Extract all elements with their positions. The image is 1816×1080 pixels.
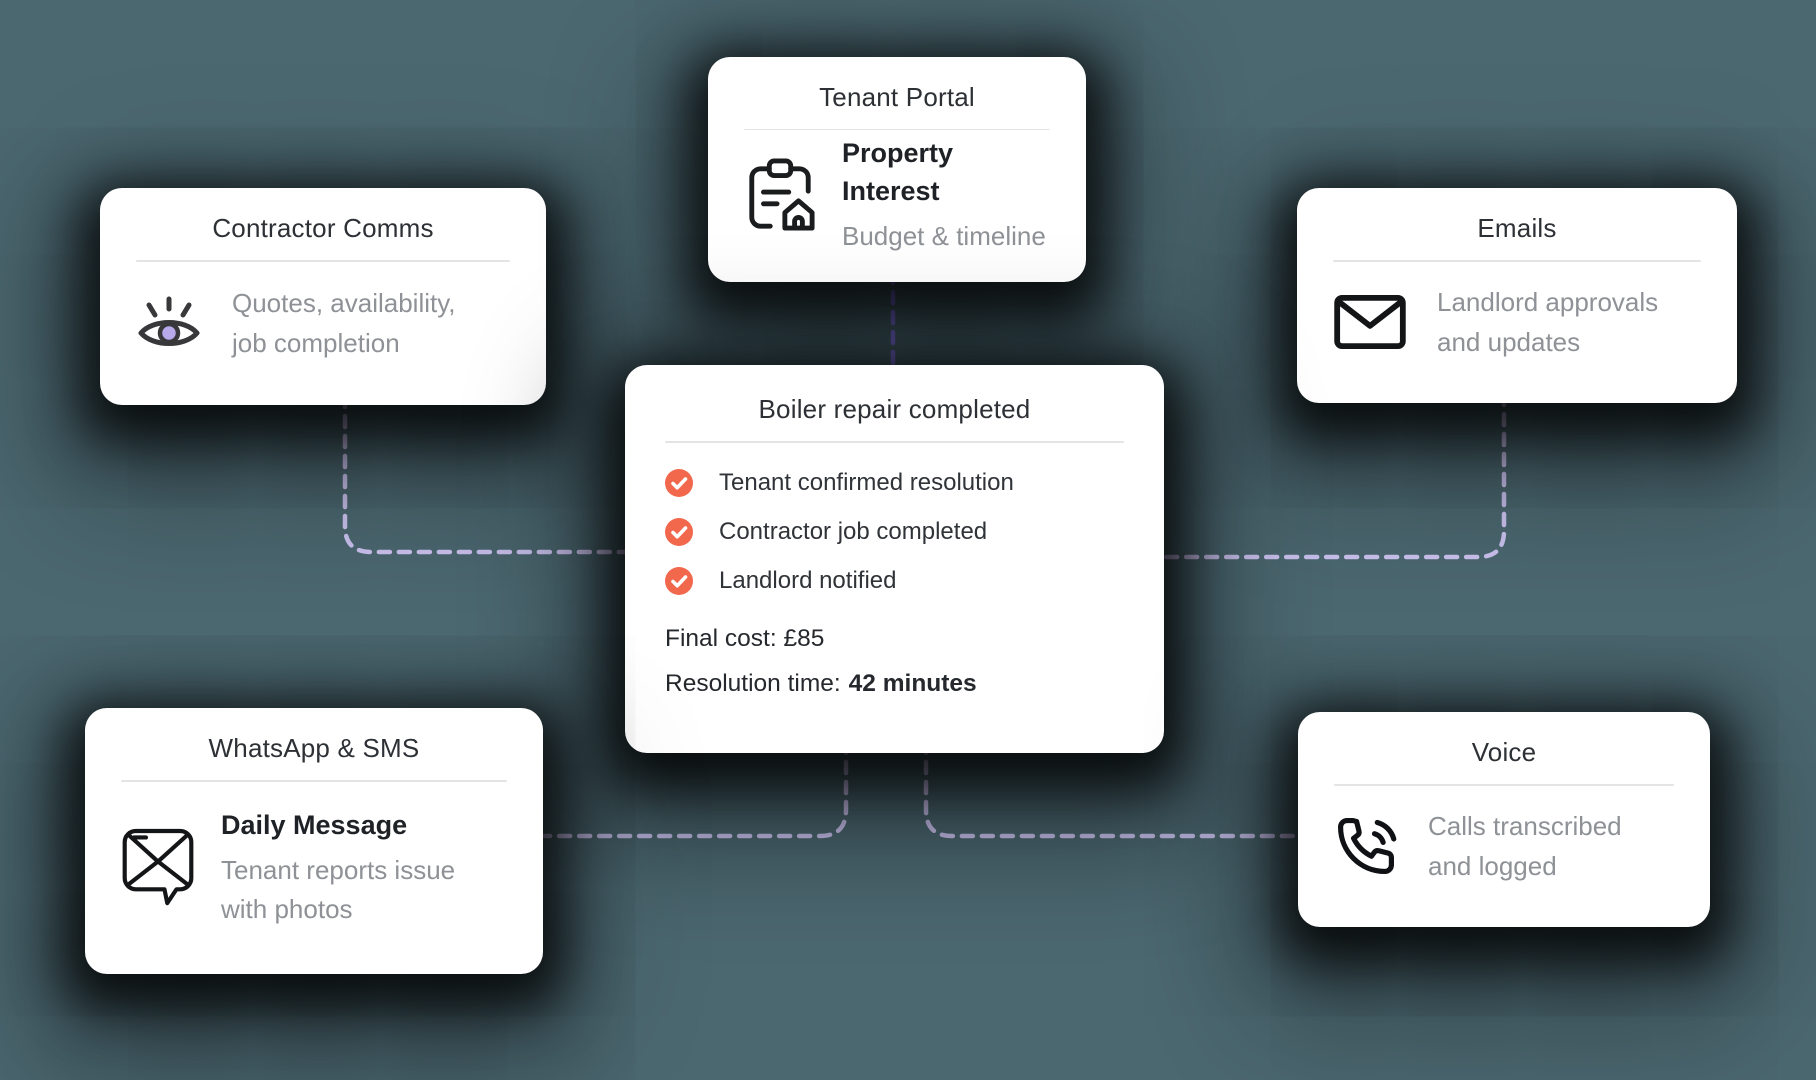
checklist-item: Tenant confirmed resolution <box>665 468 1124 497</box>
emails-content: Landlord approvals and updates <box>1333 268 1701 377</box>
resolution-time-text: Resolution time:42 minutes <box>665 670 1124 698</box>
final-cost-text: Final cost: £85 <box>665 624 825 652</box>
connector-contractor-to-center <box>342 393 643 555</box>
whatsapp-sms-title: WhatsApp & SMS <box>208 733 420 763</box>
whatsapp-sms-text: Daily Message Tenant reports issue with … <box>221 807 455 929</box>
resolution-time-value: 42 minutes <box>848 669 977 697</box>
tenant-portal-text: Property Interest Budget & timeline <box>842 135 1050 256</box>
emails-card: Emails Landlord approvals and updates <box>1297 188 1737 403</box>
divider <box>121 779 507 782</box>
contractor-comms-title: Contractor Comms <box>212 213 434 243</box>
whatsapp-sms-card: WhatsApp & SMS Daily Message Tenant repo… <box>85 708 543 974</box>
connector-center-to-whatsapp <box>527 739 849 839</box>
emails-title: Emails <box>1477 213 1557 243</box>
checklist-item-label: Tenant confirmed resolution <box>719 468 1014 496</box>
tenant-portal-title: Tenant Portal <box>819 82 975 112</box>
connector-center-to-voice <box>923 739 1315 839</box>
tenant-portal-heading: Property Interest <box>842 138 954 207</box>
contractor-comms-description: Quotes, availability, job completion <box>232 288 456 359</box>
message-envelope-icon <box>121 827 195 909</box>
check-circle-icon <box>665 468 693 497</box>
whatsapp-sms-content: Daily Message Tenant reports issue with … <box>121 788 507 948</box>
check-circle-icon <box>665 566 693 595</box>
check-circle-icon <box>665 517 693 546</box>
phone-call-icon <box>1334 814 1398 878</box>
voice-card: Voice Calls transcribed and logged <box>1298 712 1710 927</box>
divider <box>1333 259 1701 262</box>
checklist-item-label: Contractor job completed <box>719 517 988 545</box>
voice-description: Calls transcribed and logged <box>1428 811 1622 882</box>
tenant-portal-subheading: Budget & timeline <box>842 221 1046 251</box>
boiler-summary: Final cost: £85 Resolution time:42 minut… <box>665 625 1124 698</box>
emails-description: Landlord approvals and updates <box>1437 287 1659 358</box>
contractor-comms-card: Contractor Comms Quotes, availability, j… <box>100 188 546 405</box>
contractor-comms-content: Quotes, availability, job completion <box>136 268 510 379</box>
eye-icon <box>136 294 202 352</box>
voice-content: Calls transcribed and logged <box>1334 792 1674 901</box>
clipboard-house-icon <box>744 156 816 236</box>
resolution-time-label: Resolution time: <box>665 669 841 697</box>
checklist-item-label: Landlord notified <box>719 566 897 594</box>
boiler-repair-card: Boiler repair completed Tenant confirmed… <box>625 365 1164 753</box>
whatsapp-sms-heading: Daily Message <box>221 810 408 840</box>
divider <box>136 259 510 262</box>
whatsapp-sms-description: Tenant reports issue with photos <box>221 854 456 924</box>
boiler-checklist: Tenant confirmed resolution Contractor j… <box>665 468 1124 595</box>
checklist-item: Contractor job completed <box>665 517 1124 546</box>
connector-emails-to-center <box>1147 391 1507 560</box>
boiler-repair-title: Boiler repair completed <box>758 394 1031 424</box>
divider <box>1334 783 1674 786</box>
divider <box>665 440 1124 443</box>
voice-title: Voice <box>1471 737 1537 767</box>
tenant-portal-content: Property Interest Budget & timeline <box>744 135 1050 256</box>
tenant-portal-card: Tenant Portal Property Interest Budget &… <box>708 57 1086 282</box>
checklist-item: Landlord notified <box>665 566 1124 595</box>
divider <box>744 128 1050 130</box>
envelope-icon <box>1333 294 1407 350</box>
